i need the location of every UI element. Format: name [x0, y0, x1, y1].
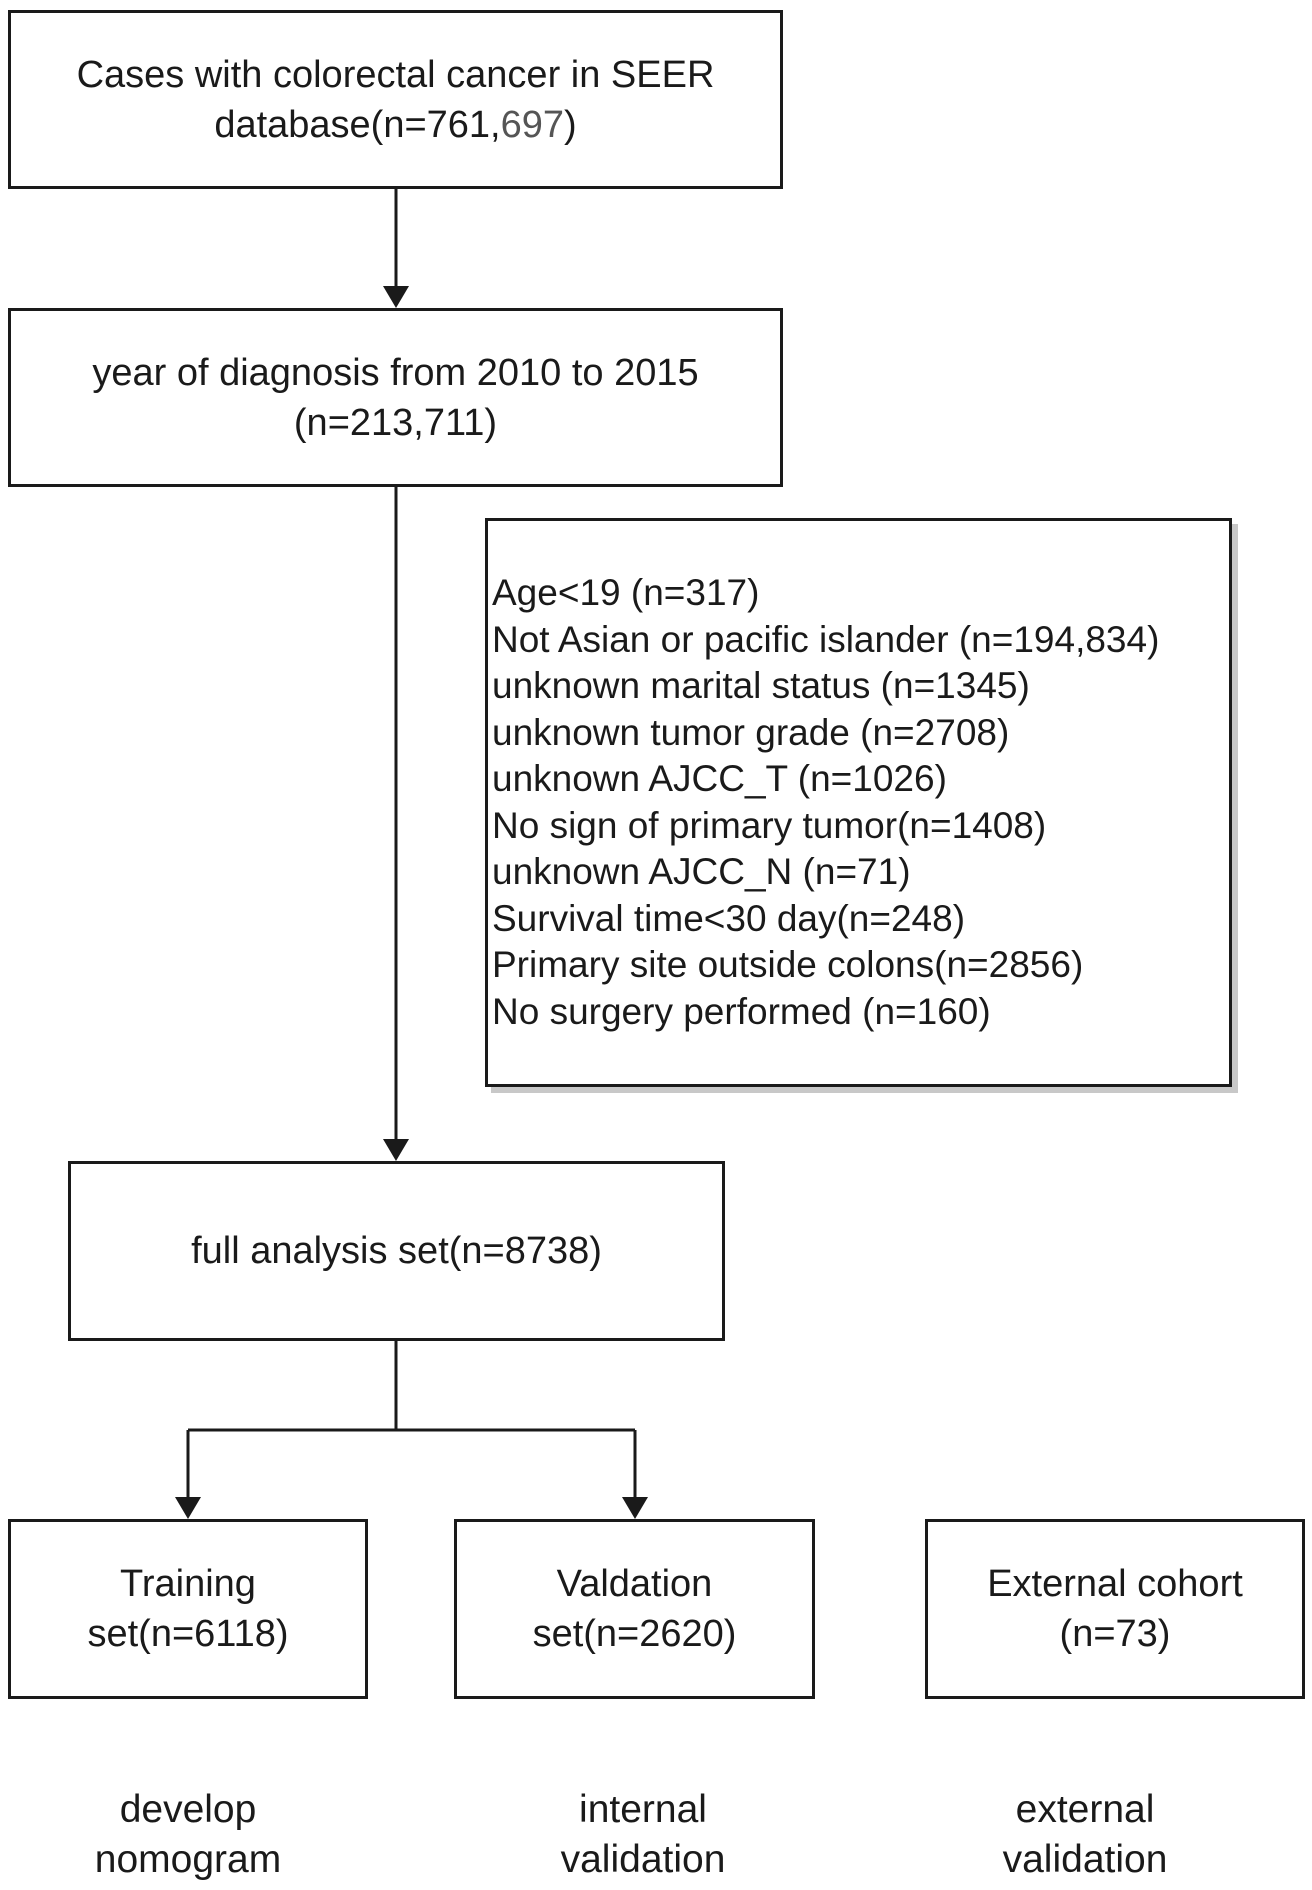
external-cohort-line1: External cohort [987, 1563, 1243, 1605]
exclusion-item: unknown AJCC_N (n=71) [492, 851, 911, 892]
training-purpose-line1: develop [119, 1788, 257, 1831]
training-purpose-label: develop nomogram [23, 1785, 353, 1885]
external-cohort-box: External cohort (n=73) [925, 1519, 1305, 1699]
validation-set-box: Valdation set(n=2620) [454, 1519, 815, 1699]
exclusion-item: unknown AJCC_T (n=1026) [492, 758, 947, 799]
source-cases-line2: database(n=761,697) [214, 100, 576, 150]
exclusion-item: No surgery performed (n=160) [492, 990, 991, 1032]
exclusion-item: Primary site outside colons(n=2856) [492, 944, 1084, 985]
exclusion-item: unknown tumor grade (n=2708) [492, 711, 1010, 753]
validation-set-line2: set(n=2620) [532, 1613, 737, 1655]
exclusion-item: Age<19 (n=317) [492, 572, 760, 613]
source-cases-box: Cases with colorectal cancer in SEER dat… [8, 10, 783, 189]
arrowhead-validation [622, 1497, 648, 1519]
full-analysis-set-label: full analysis set(n=8738) [191, 1230, 602, 1272]
exclusion-item: Survival time<30 day(n=248) [492, 897, 966, 939]
source-cases-line1: Cases with colorectal cancer in SEER [76, 53, 715, 96]
training-set-line1: Training [120, 1563, 256, 1605]
validation-purpose-label: internal validation [478, 1785, 808, 1885]
training-set-box: Training set(n=6118) [8, 1519, 368, 1699]
external-purpose-label: external validation [920, 1785, 1250, 1885]
exclusion-item: Not Asian or pacific islander (n=194,834… [492, 618, 1160, 660]
exclusion-criteria-box: Age<19 (n=317) Not Asian or pacific isla… [485, 518, 1232, 1087]
source-cases-line2-c: ) [564, 103, 577, 146]
source-cases-line2-b: 697 [500, 103, 565, 146]
year-filter-box: year of diagnosis from 2010 to 2015 (n=2… [8, 308, 783, 487]
validation-purpose-line2: validation [560, 1838, 726, 1881]
external-cohort-line2: (n=73) [1059, 1613, 1171, 1655]
validation-purpose-line1: internal [579, 1788, 707, 1831]
training-set-line2: set(n=6118) [87, 1613, 289, 1655]
arrowhead-training [175, 1497, 201, 1519]
full-analysis-set-box: full analysis set(n=8738) [68, 1161, 725, 1341]
arrowhead-full-set [383, 1139, 409, 1161]
exclusion-item: unknown marital status (n=1345) [492, 665, 1030, 706]
year-filter-line2: (n=213,711) [293, 401, 498, 444]
arrowhead-year [383, 286, 409, 308]
year-filter-line1: year of diagnosis from 2010 to 2015 [92, 351, 699, 394]
external-purpose-line1: external [1015, 1788, 1155, 1831]
exclusion-item: No sign of primary tumor(n=1408) [492, 804, 1047, 846]
training-purpose-line2: nomogram [94, 1838, 282, 1881]
source-cases-line2-a: database(n=761, [214, 103, 501, 146]
external-purpose-line2: validation [1002, 1838, 1168, 1881]
validation-set-line1: Valdation [556, 1563, 713, 1605]
